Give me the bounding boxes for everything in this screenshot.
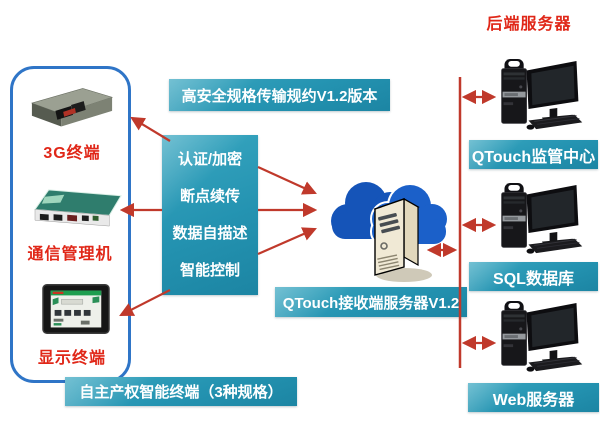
server-tower-icon (373, 197, 432, 282)
display-terminal-label: 显示终端 (37, 350, 106, 367)
receiving-server-label: QTouch接收端服务器V1.2 (275, 287, 467, 317)
backend-title: 后端服务器 (486, 16, 572, 33)
backend-node-sql-database: SQL数据库 (469, 262, 598, 291)
arrow-features-to-cloud-top (257, 165, 317, 195)
backend-node-web-server: Web服务器 (468, 383, 599, 412)
server-computer-icon (492, 299, 588, 376)
protocol-banner: 高安全规格传输规约V1.2版本 (169, 79, 390, 111)
3g-terminal-label: 3G终端 (43, 145, 101, 162)
cloud-icon (329, 180, 448, 282)
comm-manager-icon (34, 189, 122, 227)
arrow-features-to-cloud-bottom (257, 227, 317, 256)
3g-terminal-icon (30, 88, 114, 127)
comm-manager-label: 通信管理机 (27, 246, 113, 263)
feature-resume-transfer: 断点续传 (179, 188, 240, 205)
backend-node-monitor-center: QTouch监管中心 (469, 140, 598, 169)
feature-list: 认证/加密 断点续传 数据自描述 智能控制 (162, 135, 258, 295)
terminal-group-caption: 自主产权智能终端（3种规格） (65, 377, 297, 406)
server-computer-icon (492, 181, 588, 258)
server-computer-icon (492, 57, 588, 134)
feature-intelligent-control: 智能控制 (179, 262, 240, 279)
feature-auth-encrypt: 认证/加密 (177, 151, 243, 168)
display-terminal-icon (42, 283, 110, 335)
feature-self-describing-data: 数据自描述 (172, 225, 248, 242)
